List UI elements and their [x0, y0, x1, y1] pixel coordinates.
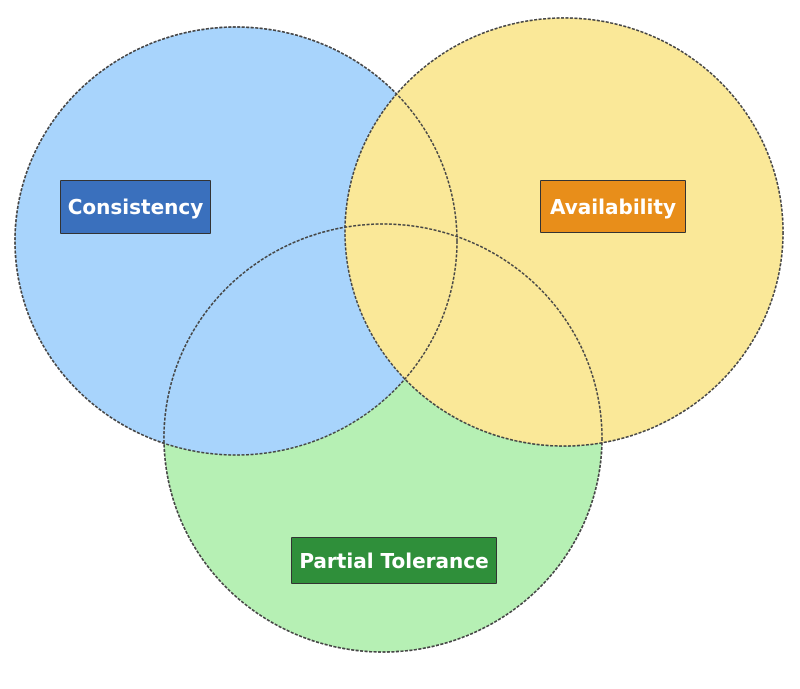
partial-tolerance-label-text: Partial Tolerance — [299, 548, 489, 573]
partial-tolerance-outline — [163, 223, 603, 653]
consistency-label: Consistency — [60, 180, 211, 234]
availability-label: Availability — [540, 180, 686, 233]
consistency-label-text: Consistency — [67, 195, 204, 219]
availability-outline — [344, 17, 784, 447]
partial-tolerance-label: Partial Tolerance — [291, 537, 497, 584]
consistency-outline — [14, 26, 458, 456]
availability-label-text: Availability — [550, 194, 676, 219]
